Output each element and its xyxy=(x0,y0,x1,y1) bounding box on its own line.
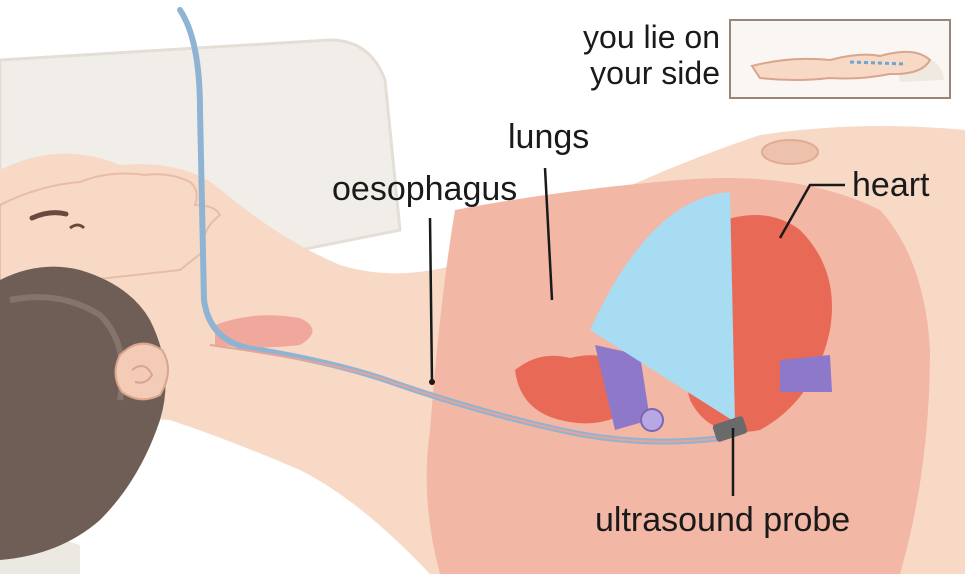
ultrasound-probe-label: ultrasound probe xyxy=(595,503,850,537)
heart-label: heart xyxy=(852,168,930,202)
oesophagus-label: oesophagus xyxy=(332,172,517,206)
vessel-cross-section xyxy=(641,409,663,431)
position-label-line2: your side xyxy=(583,56,720,92)
position-label: you lie on your side xyxy=(583,20,720,92)
position-label-line1: you lie on xyxy=(583,20,720,56)
oesophagus-dot xyxy=(429,379,435,385)
vessel-purple-right xyxy=(780,355,832,392)
ear xyxy=(115,344,168,400)
hair xyxy=(0,267,166,560)
lungs-label: lungs xyxy=(508,120,589,154)
nipple xyxy=(762,140,818,164)
